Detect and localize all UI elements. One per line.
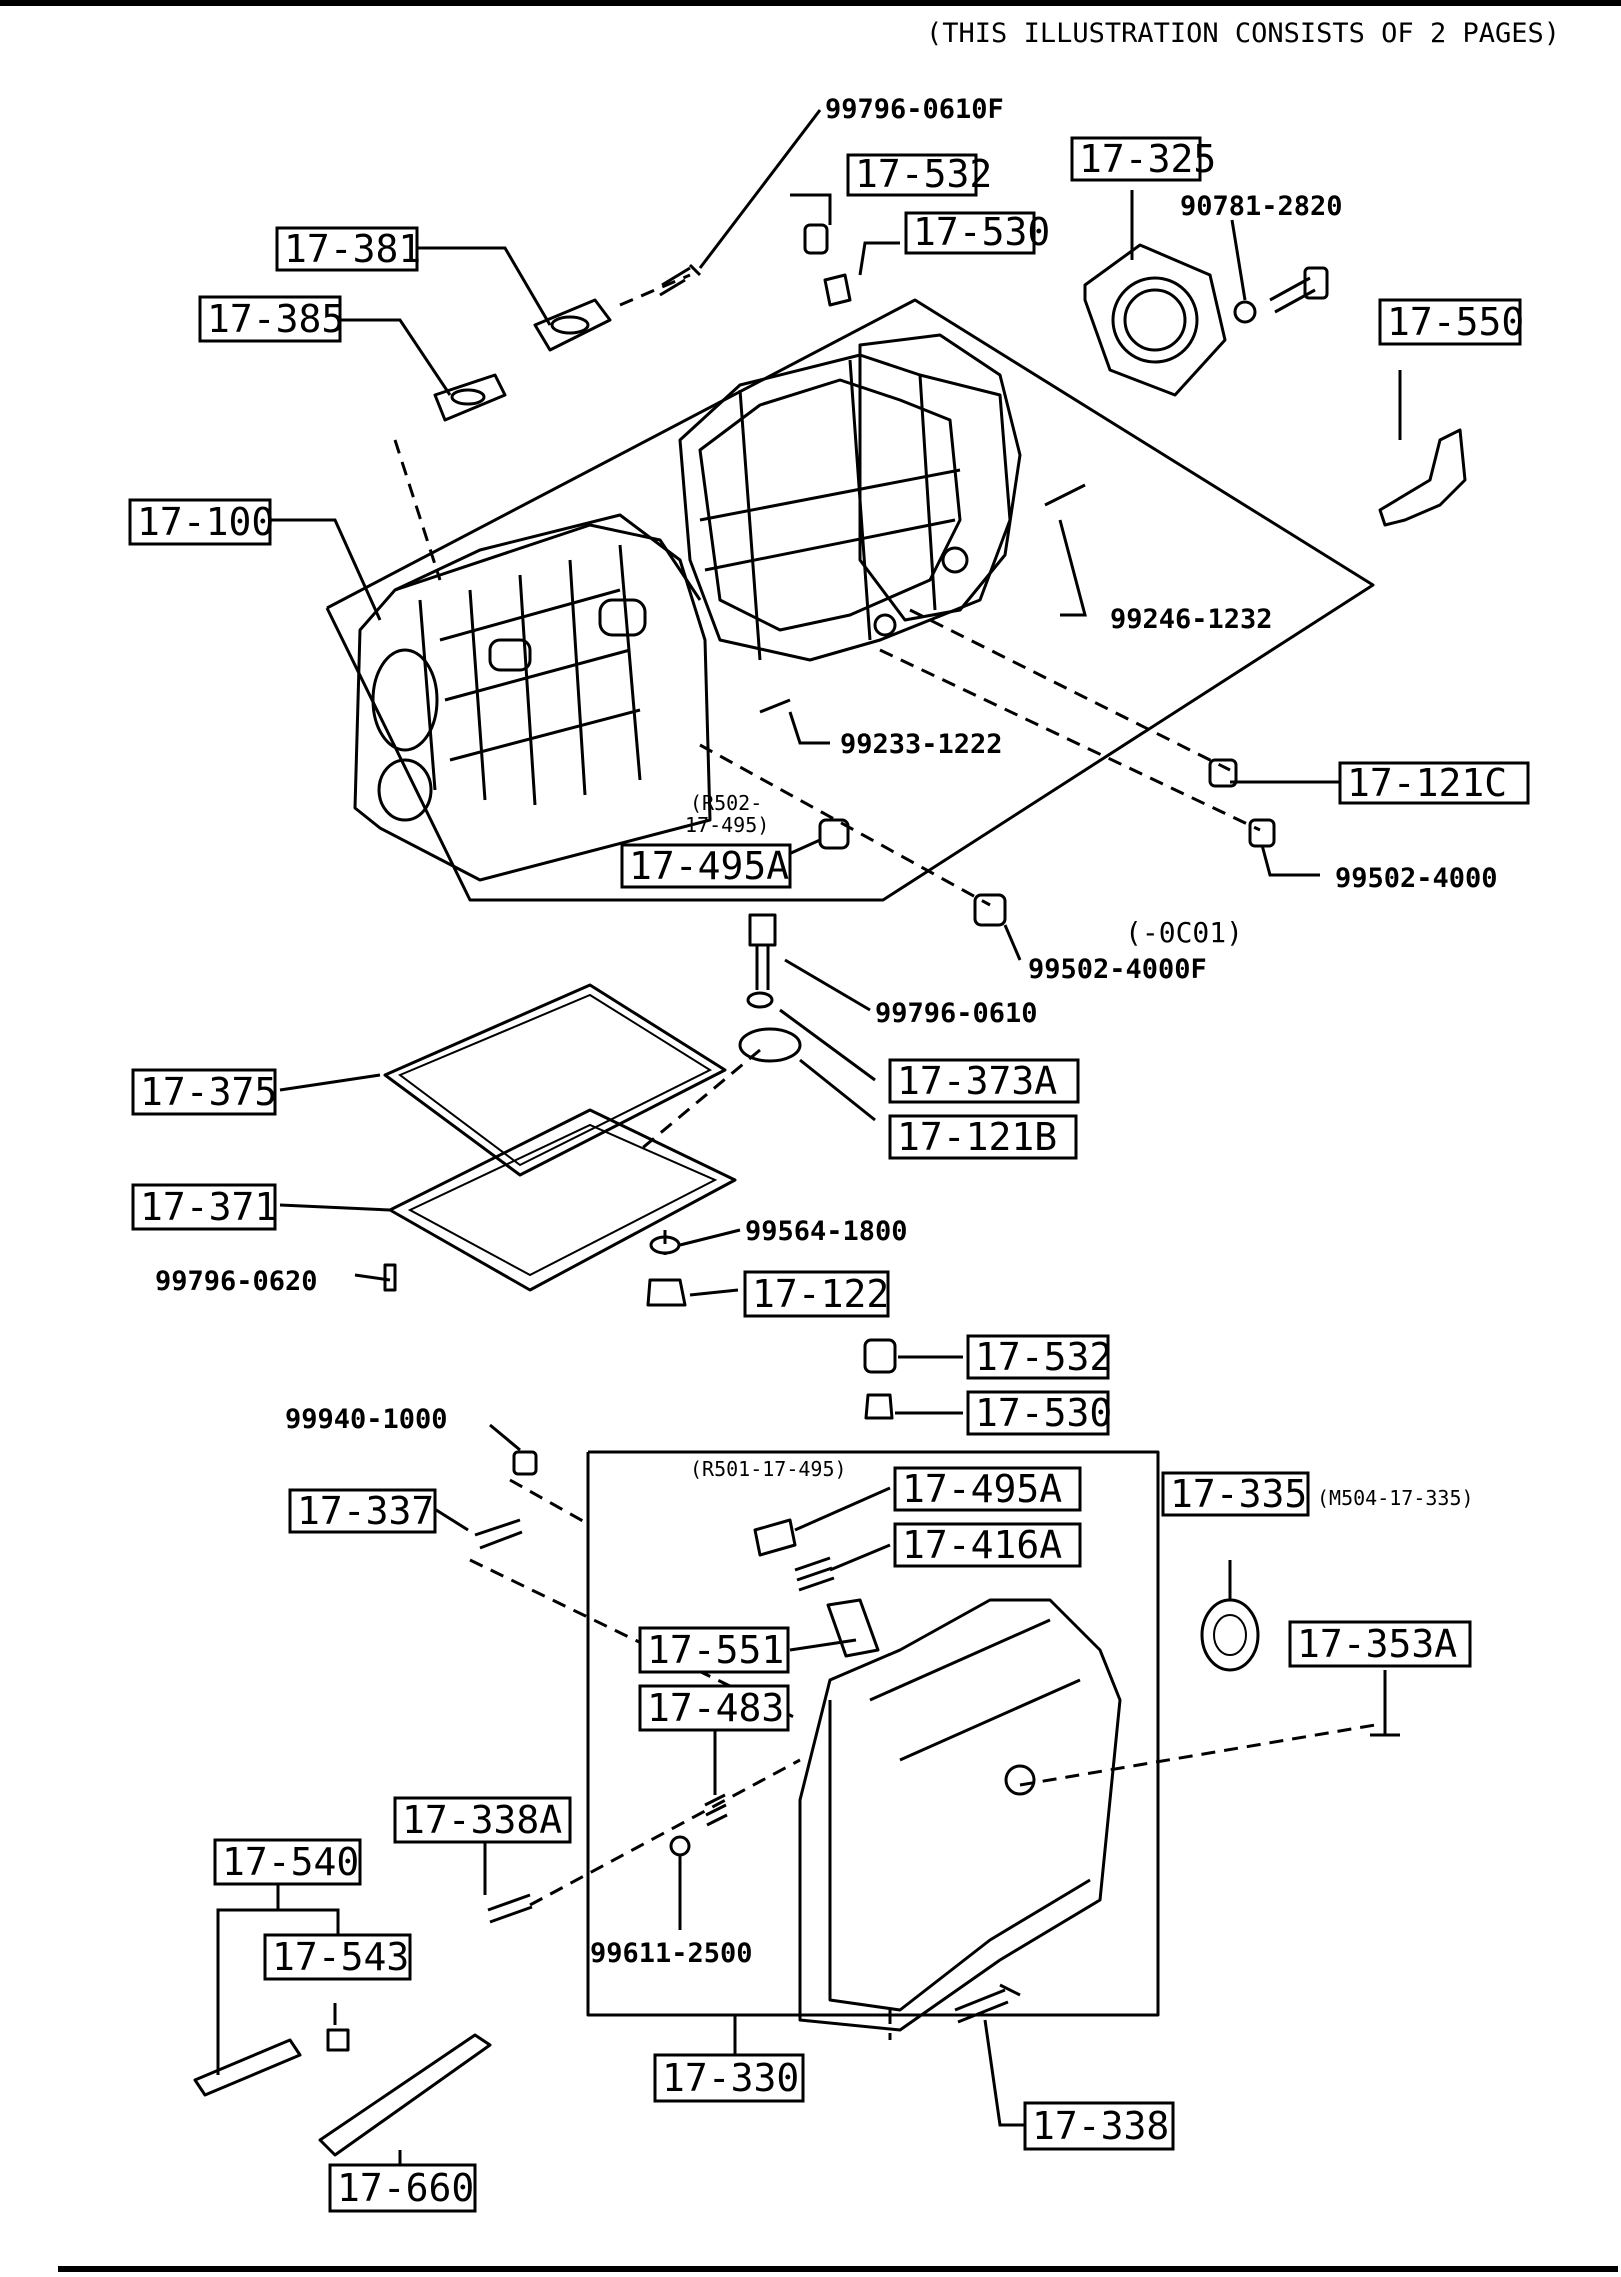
transmission-case-front	[353, 513, 712, 882]
drain-plug-17-122-icon	[646, 1278, 687, 1307]
label-17-550: 17-550	[1387, 300, 1524, 344]
pin-99246-1232-icon	[1044, 483, 1086, 507]
lever-17-540-icon	[193, 2038, 302, 2097]
label-99233-1222: 99233-1222	[840, 729, 1003, 760]
gasket-17-381-icon	[533, 298, 612, 352]
label-17-337: 17-337	[297, 1489, 434, 1533]
label-99796-0610f: 99796-0610F	[825, 94, 1004, 125]
label-99564-1800: 99564-1800	[745, 1216, 908, 1247]
label-99502-4000f: 99502-4000F	[1028, 954, 1207, 985]
plug-17-495a-upper-icon	[818, 818, 850, 850]
label-17-122: 17-122	[752, 1272, 889, 1316]
upper-dashed-guides	[393, 273, 1261, 1255]
top-rule	[0, 0, 1621, 6]
plug-17-121c-icon	[1208, 758, 1238, 788]
label-17-660: 17-660	[337, 2166, 474, 2210]
label-17-121c: 17-121C	[1347, 761, 1507, 805]
plug-17-532-lower-icon	[863, 1338, 897, 1374]
label-99611-2500: 99611-2500	[590, 1938, 753, 1969]
label-17-532-upper: 17-532	[855, 152, 992, 196]
oil-seal-17-335-icon	[1200, 1598, 1260, 1672]
rear-cover-plate	[858, 333, 1022, 622]
switch-17-530-upper-icon	[823, 273, 852, 307]
bearing-retainer-gasket	[1083, 243, 1227, 397]
pad-17-543-icon	[326, 2028, 350, 2052]
label-99502-4000: 99502-4000	[1335, 863, 1498, 894]
label-17-100: 17-100	[137, 500, 274, 544]
label-99940-1000: 99940-1000	[285, 1404, 448, 1435]
label-17-530-upper: 17-530	[913, 210, 1050, 254]
stud-17-338a-icon	[487, 1893, 533, 1924]
label-17-543: 17-543	[272, 1935, 409, 1979]
switch-17-530-lower-icon	[864, 1393, 894, 1420]
pin-99233-1222-icon	[759, 698, 791, 714]
nut-99940-1000-icon	[512, 1450, 538, 1476]
note-m504: (M504-17-335)	[1317, 1486, 1474, 1510]
label-17-373a: 17-373A	[897, 1059, 1057, 1103]
label-17-335: 17-335	[1170, 1472, 1307, 1516]
transmission-case-rear	[678, 353, 1012, 662]
bracket-17-550-icon	[1378, 428, 1467, 527]
tool-17-660-icon	[318, 2033, 492, 2157]
pin-17-353a-icon	[1370, 1710, 1400, 1737]
spring-17-416a-icon	[794, 1556, 835, 1592]
label-17-385: 17-385	[207, 297, 344, 341]
label-17-530-lower: 17-530	[975, 1391, 1112, 1435]
label-90781-2820: 90781-2820	[1180, 191, 1343, 222]
label-17-551: 17-551	[647, 1628, 784, 1672]
label-17-325: 17-325	[1079, 137, 1216, 181]
label-17-495a-lower: 17-495A	[902, 1467, 1062, 1511]
label-99796-0620: 99796-0620	[155, 1266, 318, 1297]
plug-17-495a-lower-icon	[753, 1518, 797, 1557]
header-note: (THIS ILLUSTRATION CONSISTS OF 2 PAGES)	[926, 18, 1560, 49]
bottom-rule	[58, 2266, 1618, 2272]
ball-99611-2500-icon	[669, 1835, 691, 1857]
washer-17-373a-icon	[746, 991, 774, 1009]
label-17-371: 17-371	[140, 1185, 277, 1229]
gasket-17-385-icon	[433, 373, 507, 422]
label-17-483: 17-483	[647, 1686, 784, 1730]
note-0c01: (-0C01)	[1125, 916, 1243, 949]
seal-17-121b-icon	[738, 1027, 802, 1063]
label-17-375: 17-375	[140, 1070, 277, 1114]
spring-17-483-icon	[704, 1793, 728, 1827]
plunger-17-551-icon	[826, 1598, 880, 1658]
oil-pan-17-371-inner	[407, 1123, 718, 1277]
label-17-532-lower: 17-532	[975, 1335, 1112, 1379]
label-17-121b: 17-121B	[897, 1115, 1057, 1159]
label-17-495a-upper: 17-495A	[629, 844, 789, 888]
extension-housing-17-330	[798, 1598, 1122, 2032]
leader-lines	[216, 109, 1402, 2165]
note-r502-line1: (R502-	[690, 791, 762, 815]
label-17-338: 17-338	[1032, 2104, 1169, 2148]
oil-pan-17-371-icon	[388, 1108, 737, 1292]
note-r502-line2: 17-495)	[685, 813, 769, 837]
plug-99502-4000f-icon	[973, 893, 1007, 927]
gasket-17-375-inner	[398, 993, 713, 1167]
lower-enclosure-outline	[586, 1450, 1160, 2017]
label-17-381: 17-381	[284, 227, 421, 271]
bolt-17-337-icon	[474, 1518, 523, 1550]
label-17-416a: 17-416A	[902, 1523, 1062, 1567]
bolt-17-338-icon	[954, 1983, 1021, 2024]
gasket-17-375-icon	[383, 983, 727, 1177]
bolt-99796-0610-icon	[748, 913, 777, 990]
label-17-353a: 17-353A	[1297, 1622, 1457, 1666]
bolt-90781-2820-icon	[1233, 266, 1329, 324]
label-17-338a: 17-338A	[402, 1798, 562, 1842]
label-99246-1232: 99246-1232	[1110, 604, 1273, 635]
bolt-99796-0620-icon	[383, 1263, 397, 1292]
label-17-330: 17-330	[662, 2056, 799, 2100]
bolt-99796-0610f-icon	[659, 263, 702, 297]
plug-99502-4000-icon	[1248, 818, 1276, 848]
plug-17-532-upper-icon	[803, 223, 829, 255]
label-17-540: 17-540	[222, 1840, 359, 1884]
note-r501: (R501-17-495)	[690, 1457, 847, 1481]
upper-enclosure-outline	[325, 298, 1375, 902]
oil-seal-17-335-inner	[1213, 1614, 1247, 1656]
label-99796-0610: 99796-0610	[875, 998, 1038, 1029]
